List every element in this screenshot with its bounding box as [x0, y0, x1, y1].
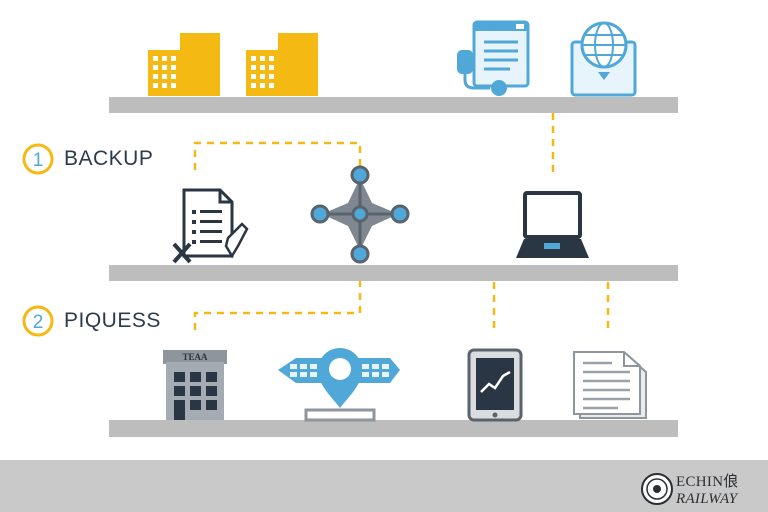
step-2-label: PIQUESS [64, 309, 161, 332]
tablet-chart-icon [467, 348, 523, 422]
checklist-document-icon [172, 188, 249, 264]
connector-backup [193, 141, 362, 170]
step-1-label: BACKUP [64, 147, 154, 170]
step-2-number: 2 [33, 312, 44, 333]
building-icon-2 [246, 33, 318, 96]
brand-seal-icon [641, 473, 673, 505]
step-2-badge: 2 [22, 305, 54, 337]
brand-name-line2: RAILWAY [676, 491, 738, 507]
shelf-middle [109, 265, 678, 281]
connector-piquess [193, 281, 362, 330]
building-icon-1 [148, 33, 220, 96]
network-hub-icon [310, 165, 410, 264]
shelf-top [109, 97, 678, 113]
laptop-icon [516, 191, 589, 258]
footer-band [0, 460, 768, 512]
document-plug-icon [457, 20, 530, 96]
shelf-bottom [109, 420, 678, 437]
stacked-pages-icon [573, 351, 647, 419]
office-building-icon [163, 350, 227, 420]
step-1-badge: 1 [22, 143, 54, 175]
step-1-number: 1 [33, 150, 44, 171]
brand-name-line1: ECHIN俍 [676, 474, 739, 490]
dashed-connectors [193, 113, 610, 332]
globe-monitor-icon [570, 21, 637, 97]
building-sign-text: TEAA [182, 352, 208, 362]
location-pin-road-icon [278, 348, 400, 422]
